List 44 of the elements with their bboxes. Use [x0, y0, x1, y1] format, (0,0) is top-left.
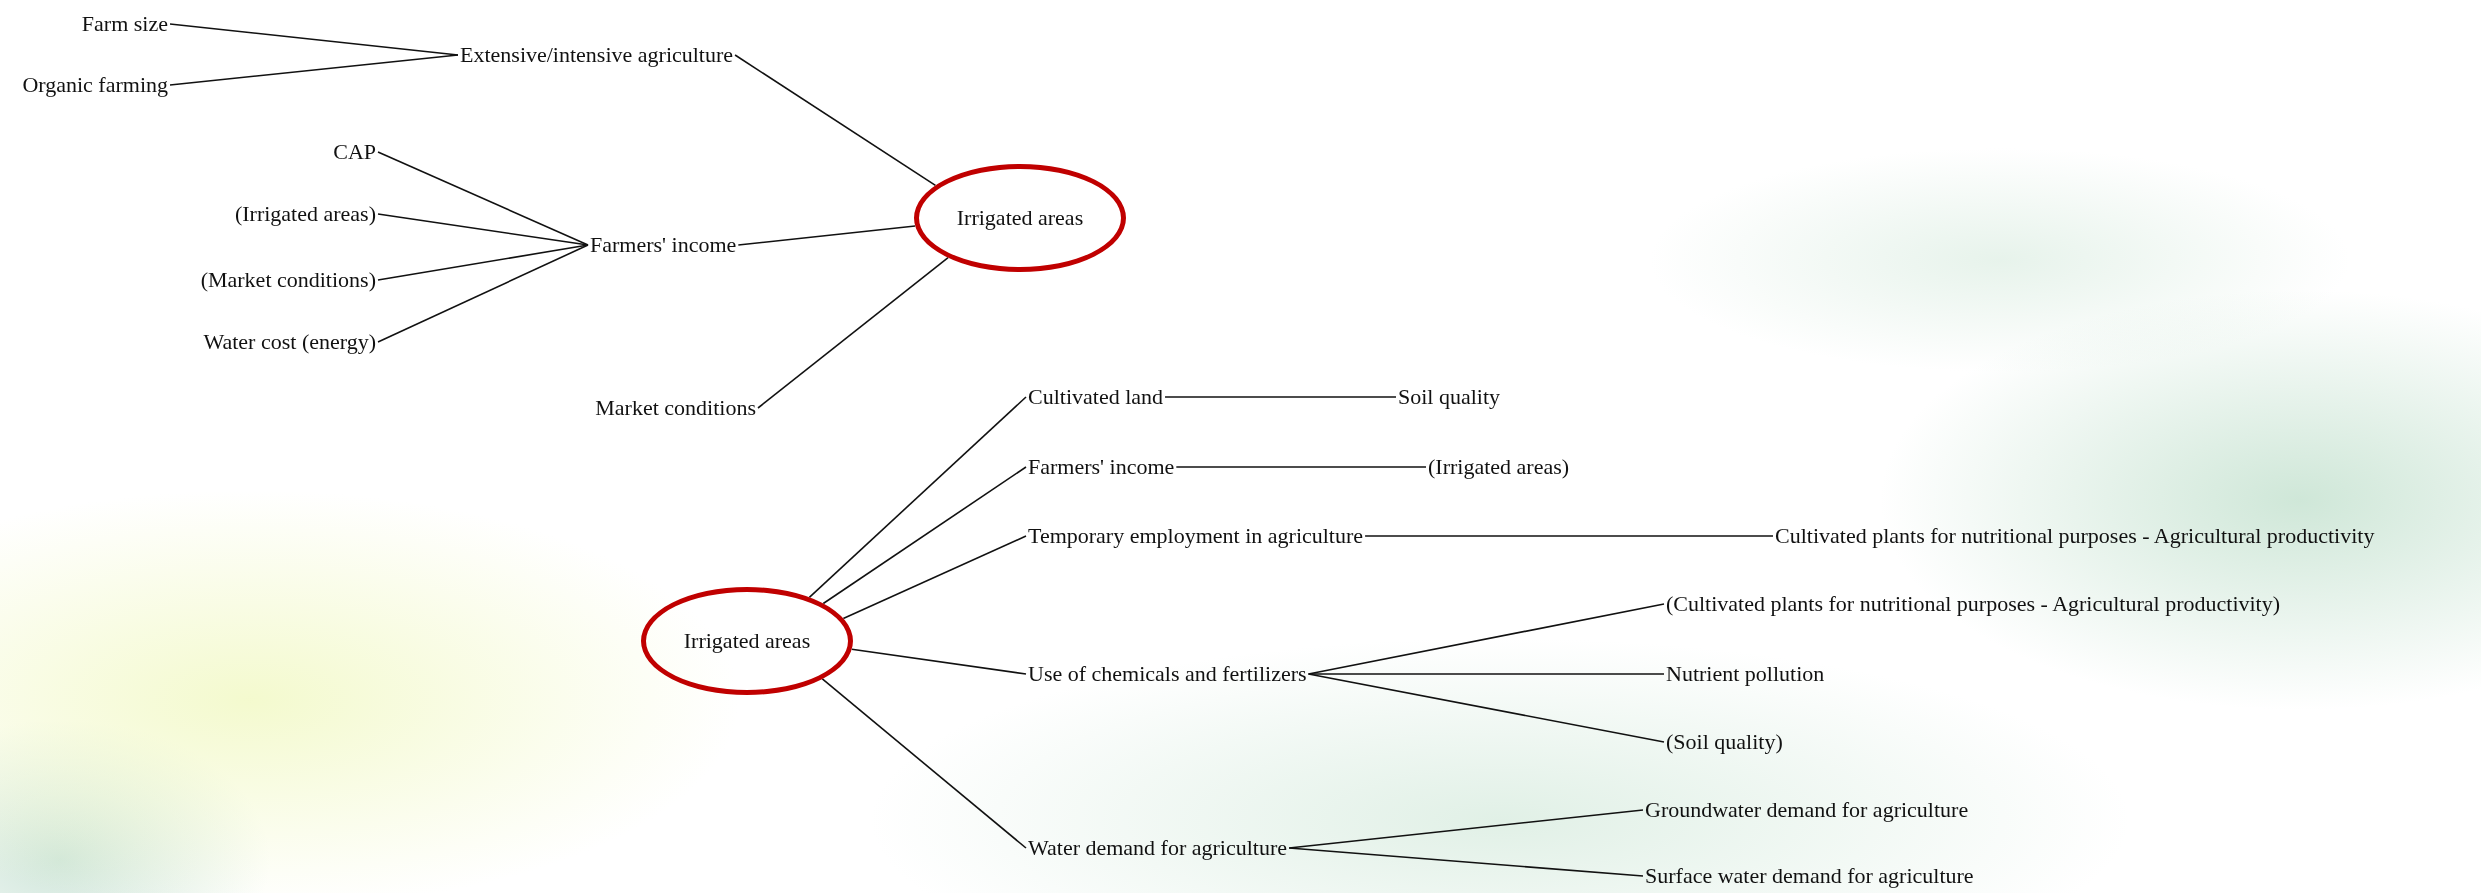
node-label: Farmers' income — [590, 232, 737, 258]
connector-line — [737, 225, 916, 246]
node-label: (Irrigated areas) — [234, 201, 376, 227]
connector-line — [808, 396, 1027, 599]
connector-line — [1307, 673, 1665, 743]
connector-line — [1307, 673, 1665, 675]
node-label: Nutrient pollution — [1666, 661, 1825, 687]
node-label: Cultivated plants for nutritional purposes - Agricultural productivity — [1775, 523, 2375, 549]
connector-line — [757, 256, 949, 409]
node-label: Water cost (energy) — [203, 329, 376, 355]
connector-line — [377, 244, 589, 281]
node-label: (Irrigated areas) — [1428, 454, 1570, 480]
node-label: CAP — [333, 139, 376, 165]
node-label: Extensive/intensive agriculture — [460, 42, 734, 68]
connector-line — [1364, 535, 1774, 537]
connector-line — [377, 244, 589, 343]
connector-line — [821, 678, 1027, 849]
highlighted-ellipse: Irrigated areas — [914, 164, 1126, 272]
connector-line — [1164, 396, 1397, 398]
connector-line — [1175, 466, 1427, 468]
node-label: Use of chemicals and fertilizers — [1028, 661, 1307, 687]
node-label: (Market conditions) — [200, 267, 376, 293]
node-label: Market conditions — [595, 395, 756, 421]
node-label: Water demand for agriculture — [1028, 835, 1288, 861]
connector-line — [1288, 847, 1644, 877]
node-label: Soil quality — [1398, 384, 1501, 410]
node-label: Organic farming — [22, 72, 168, 98]
node-label: Farm size — [81, 11, 168, 37]
connector-line — [169, 54, 459, 86]
node-label: Farmers' income — [1028, 454, 1175, 480]
connector-line — [842, 535, 1027, 620]
connector-line — [734, 54, 937, 187]
node-label: (Cultivated plants for nutritional purposes - Agricultural productivity) — [1666, 591, 2281, 617]
node-label: Groundwater demand for agriculture — [1645, 797, 1969, 823]
node-label: Temporary employment in agriculture — [1028, 523, 1364, 549]
connector-line — [822, 466, 1027, 605]
connector-line — [377, 151, 589, 246]
node-label: Surface water demand for agriculture — [1645, 863, 1974, 889]
connector-line — [1307, 603, 1665, 675]
node-label: Cultivated land — [1028, 384, 1164, 410]
node-label: (Soil quality) — [1666, 729, 1783, 755]
highlighted-ellipse: Irrigated areas — [641, 587, 853, 695]
connector-line — [377, 213, 589, 246]
connector-line — [850, 648, 1027, 675]
